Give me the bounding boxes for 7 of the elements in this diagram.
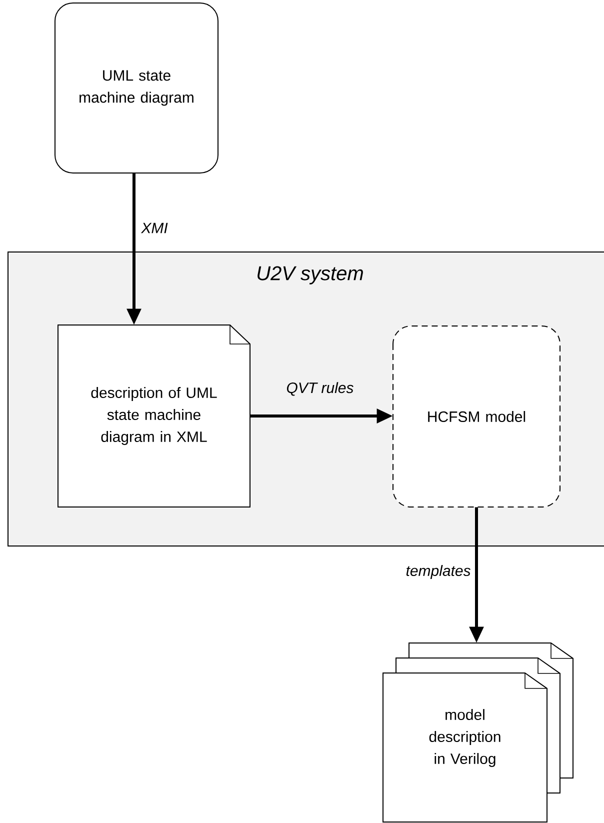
edge-label: templates [406, 565, 470, 579]
edge-label: QVT rules [286, 382, 354, 396]
document-stack: model description in Verilog [382, 642, 574, 822]
edge-label: XMI [140, 222, 168, 234]
dashed-rounded-box: HCFSM model [392, 326, 560, 508]
document-box: description of UML state machine diagram in XML [58, 324, 250, 508]
rounded-box: UML state machine diagram [54, 2, 218, 174]
